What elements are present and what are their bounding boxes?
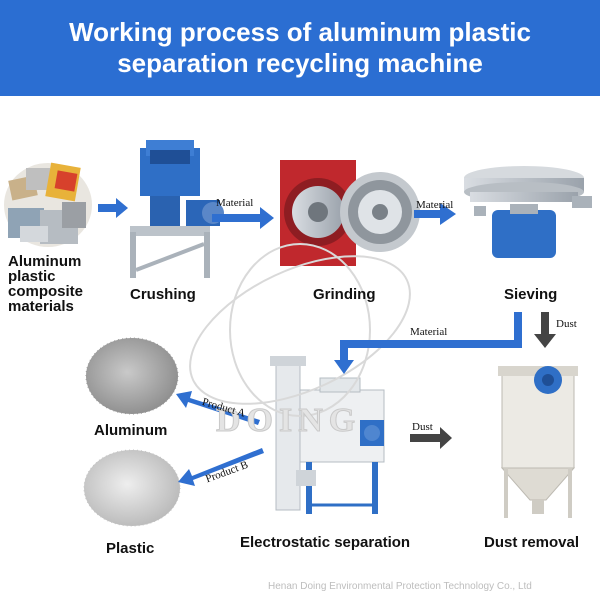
header-banner: Working process of aluminum plastic sepa…	[0, 0, 600, 96]
label-sieving: Sieving	[504, 286, 558, 303]
arrow-sieve-to-separator	[334, 312, 522, 374]
arrow-crusher-to-grinder	[212, 207, 274, 229]
crusher-machine-image	[130, 140, 224, 278]
aluminum-granules-image	[85, 337, 179, 415]
label-dust-1: Dust	[556, 318, 577, 330]
title-line-1: Working process of aluminum plastic	[69, 17, 531, 47]
arrow-product-a	[176, 391, 260, 425]
watermark-text: DOING	[215, 402, 362, 440]
label-material-2: Material	[416, 199, 454, 211]
sieve-machine-image	[464, 166, 592, 258]
label-material-1: Material	[216, 197, 254, 209]
composite-material-image	[4, 162, 92, 247]
footer-company: Henan Doing Environmental Protection Tec…	[268, 581, 532, 592]
label-plastic: Plastic	[106, 540, 155, 557]
label-raw-materials: Aluminum plastic composite materials	[8, 253, 84, 315]
arrow-grinder-to-sieve	[414, 203, 456, 225]
title-line-2: separation recycling machine	[117, 48, 483, 78]
arrow-product-b	[178, 448, 264, 486]
label-dust-removal: Dust removal	[484, 534, 580, 551]
label-crushing: Crushing	[130, 286, 196, 303]
label-dust-2: Dust	[412, 421, 433, 433]
grinder-machine-image	[280, 160, 420, 266]
label-aluminum: Aluminum	[94, 422, 168, 439]
separator-machine-image	[270, 356, 385, 514]
label-grinding: Grinding	[313, 286, 376, 303]
watermark-logo	[189, 243, 411, 417]
plastic-granules-image	[83, 449, 181, 527]
arrow-raw-to-crusher	[98, 198, 128, 218]
label-electrostatic-separation: Electrostatic separation	[240, 534, 411, 551]
dust-collector-image	[498, 366, 578, 518]
label-material-3: Material	[410, 326, 448, 338]
arrow-sieve-dust-down	[534, 312, 556, 348]
arrow-separator-dust-right	[410, 427, 452, 449]
